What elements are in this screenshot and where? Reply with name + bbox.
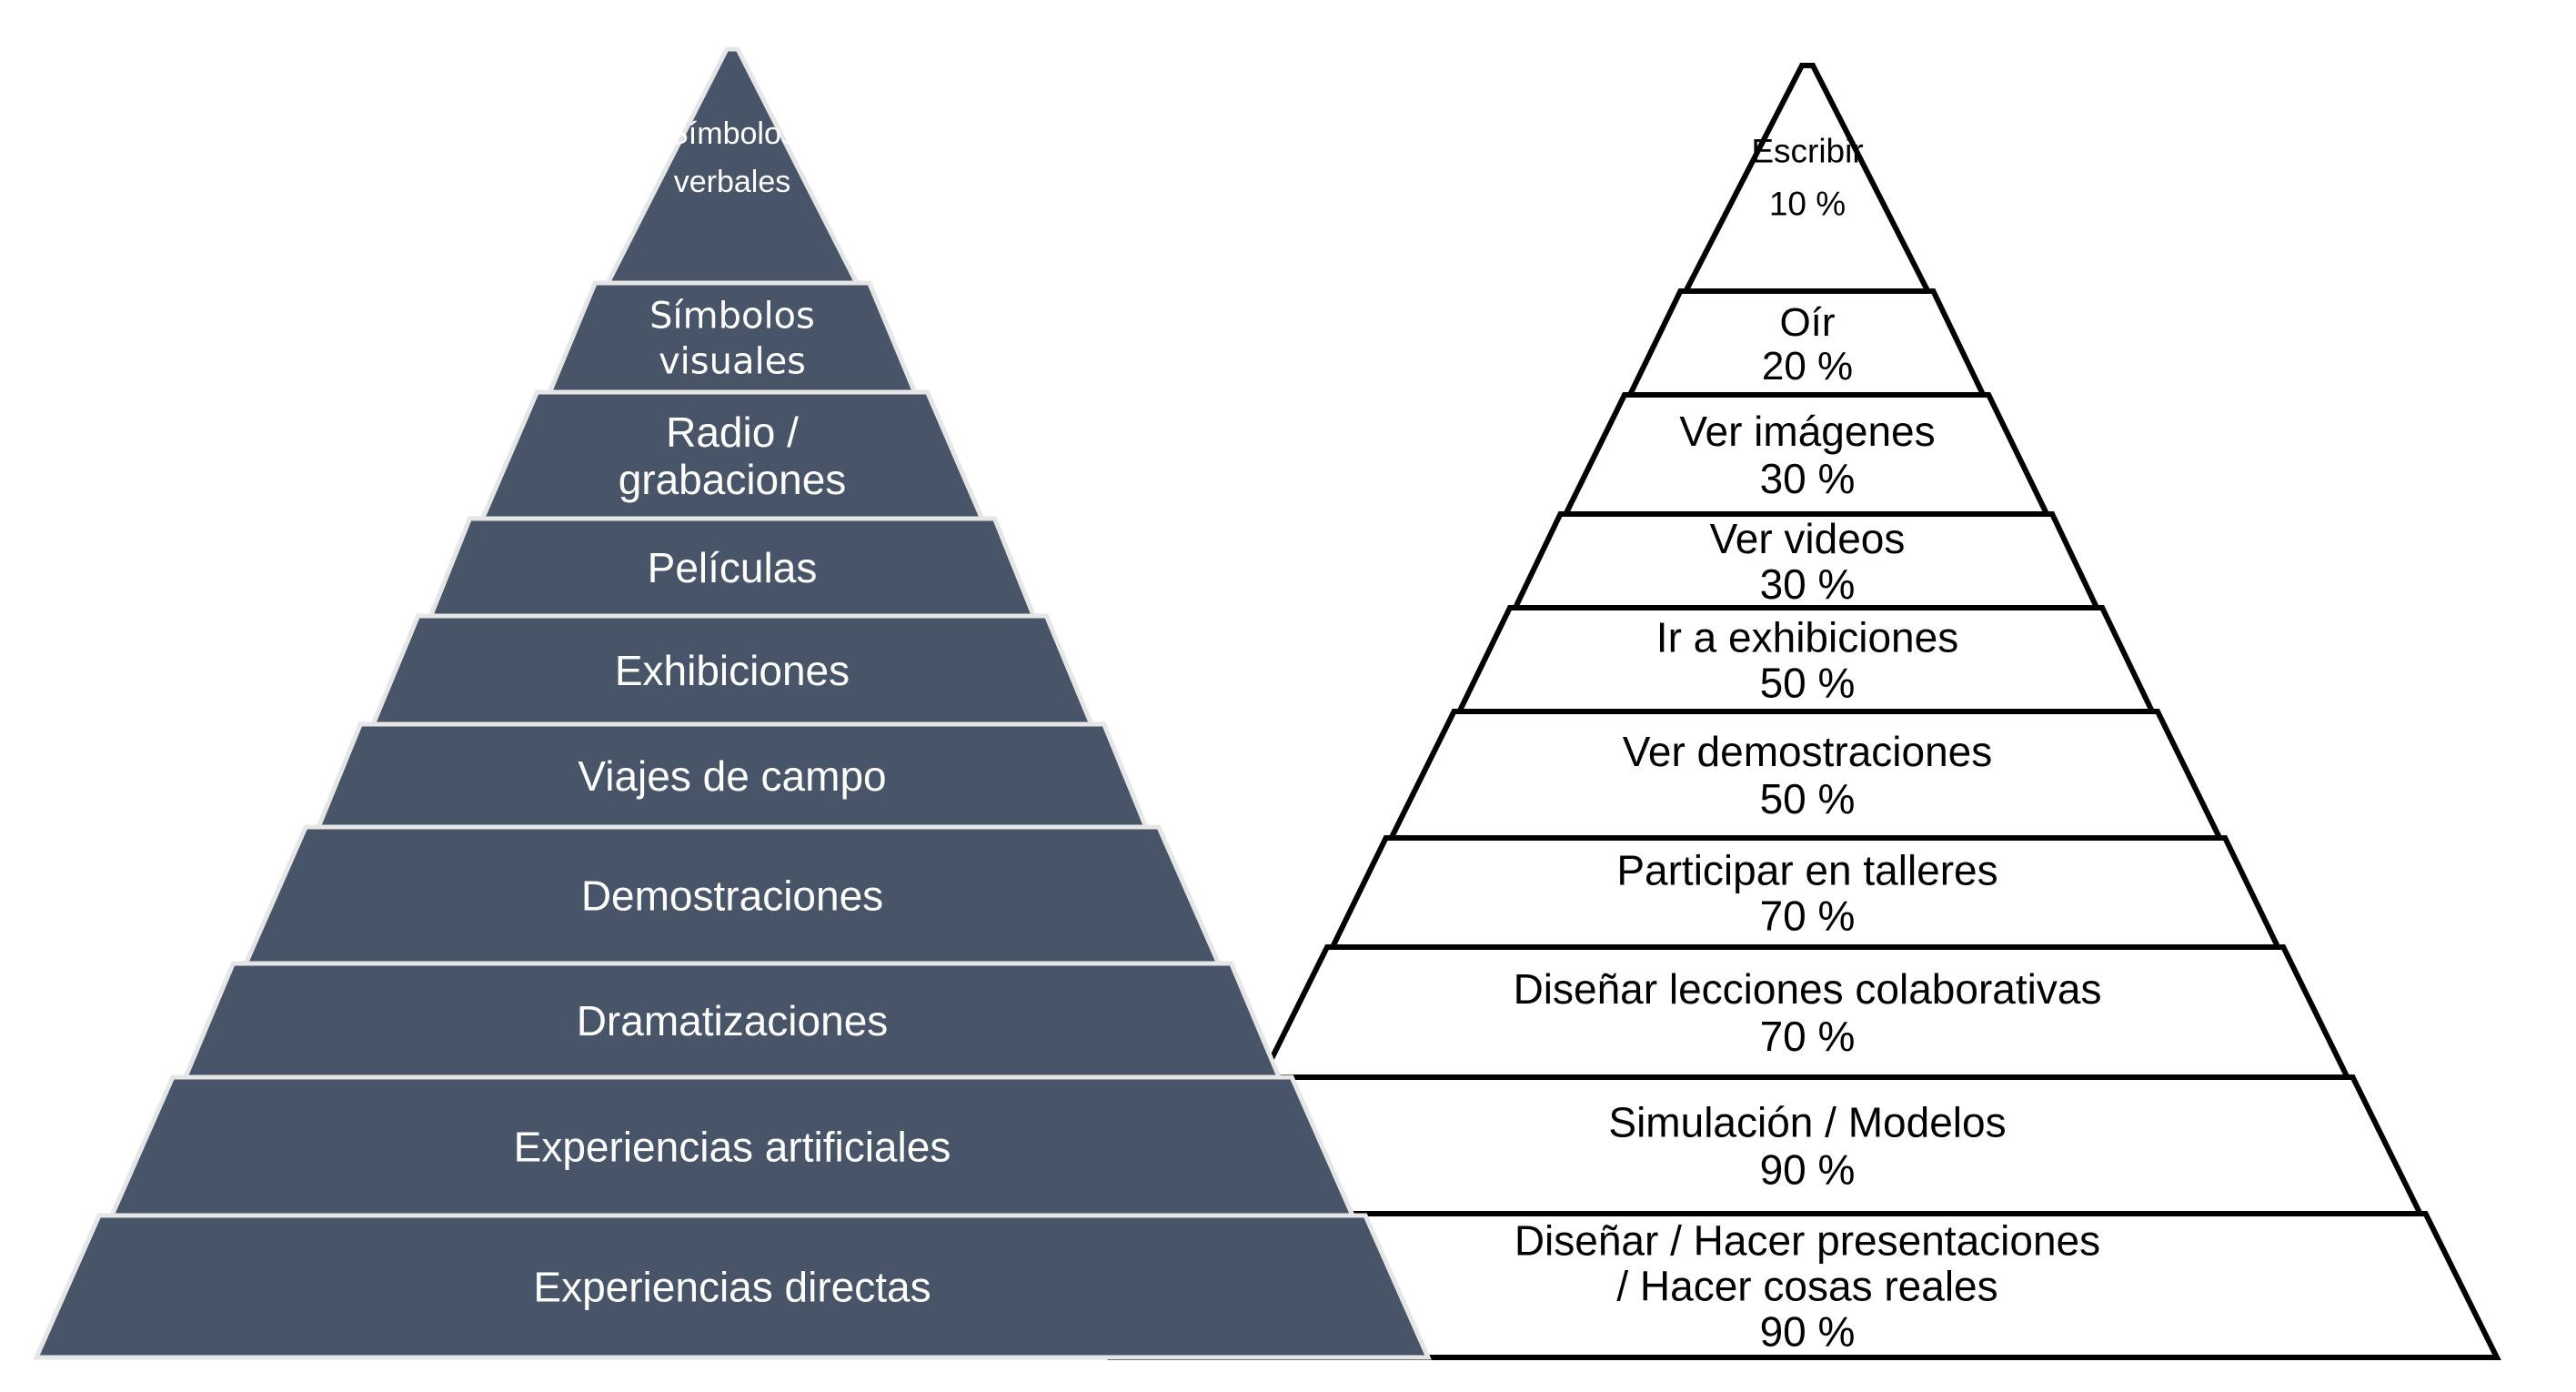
left-level-label: visuales: [659, 340, 806, 382]
right-level-label: Diseñar / Hacer presentaciones: [1514, 1217, 2100, 1265]
left-level-label: verbales: [674, 165, 791, 199]
left-level-experiencias-directas: Experiencias directas: [33, 1213, 1432, 1360]
right-level-percent: 70 %: [1760, 1013, 1856, 1060]
right-level-label: Ver demostraciones: [1623, 728, 1993, 775]
right-level-label: Simulación / Modelos: [1608, 1099, 2006, 1146]
right-level-label: Ver imágenes: [1679, 408, 1935, 455]
left-level-radio-grabaciones: Radio /grabaciones: [478, 389, 986, 521]
right-level-percent: 90 %: [1760, 1308, 1856, 1356]
right-level-label: Diseñar lecciones colaborativas: [1514, 965, 2102, 1013]
right-level-percent: 30 %: [1760, 560, 1856, 608]
right-level-label: Ir a exhibiciones: [1656, 614, 1958, 661]
left-level-label: Demostraciones: [581, 873, 883, 920]
left-level-label: Dramatizaciones: [577, 997, 889, 1044]
right-level-label: Ver videos: [1710, 515, 1906, 562]
left-level-label: Experiencias artificiales: [514, 1124, 951, 1171]
left-level-label: Viajes de campo: [578, 752, 886, 800]
right-level-percent: 30 %: [1760, 455, 1856, 502]
left-level-demostraciones: Demostraciones: [242, 824, 1223, 966]
left-level-label: Símbolos: [649, 295, 815, 337]
left-level-label: Símbolos: [668, 116, 797, 151]
right-level-percent: 70 %: [1760, 893, 1856, 940]
right-level-percent: 50 %: [1760, 660, 1856, 707]
left-level-label: Experiencias directas: [533, 1264, 931, 1311]
right-level-label: / Hacer cosas reales: [1616, 1263, 1997, 1310]
right-level-percent: 90 %: [1760, 1146, 1856, 1194]
left-level-peliculas: Películas: [427, 516, 1038, 619]
right-level-label: Escribir: [1751, 132, 1863, 169]
left-level-dramatizaciones: Dramatizaciones: [182, 961, 1283, 1080]
left-level-exhibiciones: Exhibiciones: [369, 613, 1095, 727]
right-level-percent: 20 %: [1762, 344, 1853, 388]
left-level-simbolos-verbales: Símbolos verbales: [604, 46, 860, 286]
right-level-percent: 10 %: [1769, 185, 1846, 222]
left-level-label: Radio /: [666, 409, 799, 456]
right-level-label: Oír: [1779, 300, 1835, 345]
left-level-label: grabaciones: [619, 456, 847, 503]
right-level-percent: 50 %: [1760, 775, 1856, 822]
right-level-disenar-hacer-presentaciones-hacer-cosas-reales: Diseñar / Hacer presentaciones/ Hacer co…: [1107, 1211, 2501, 1360]
left-level-experiencias-artificiales: Experiencias artificiales: [108, 1074, 1356, 1218]
left-level-shape: [33, 1213, 1432, 1360]
left-level-label: Películas: [648, 544, 818, 591]
right-level-shape: [1681, 63, 1933, 294]
left-level-label: Exhibiciones: [615, 647, 850, 694]
right-level-label: Participar en talleres: [1616, 847, 1997, 894]
left-level-viajes-de-campo: Viajes de campo: [315, 721, 1150, 830]
right-level-escribir: Escribir 10 %: [1681, 63, 1933, 294]
